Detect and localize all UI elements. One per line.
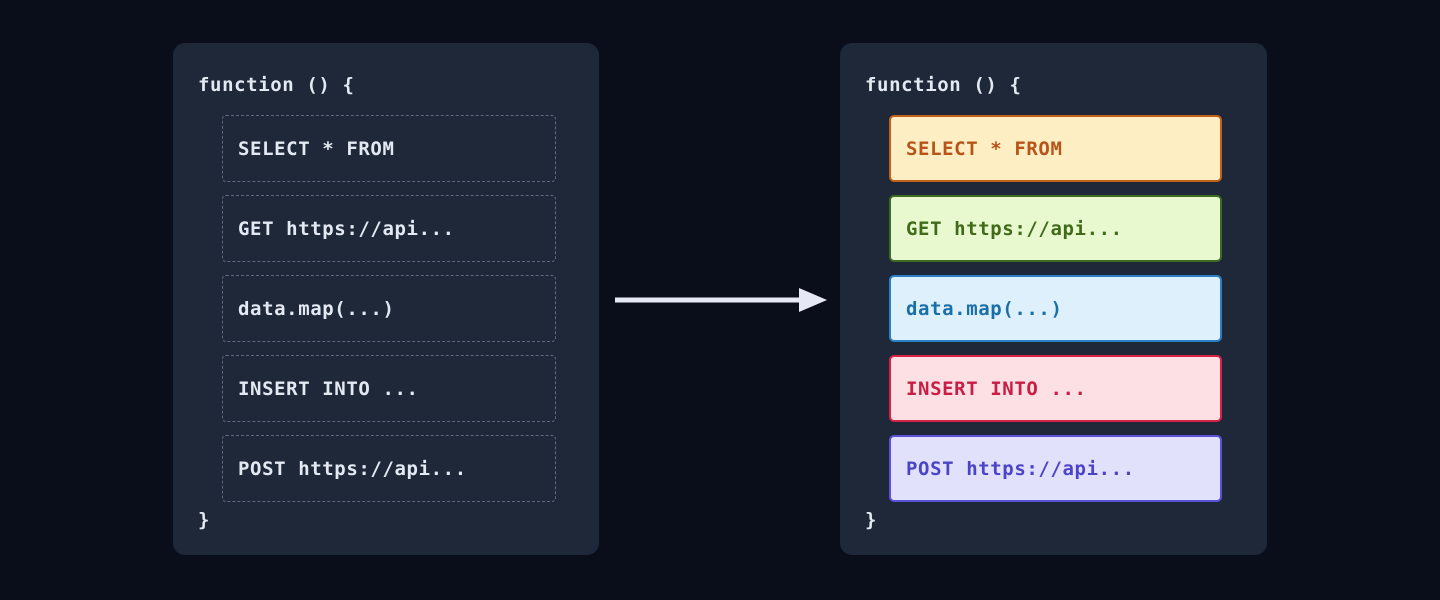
after-row-label: data.map(...) xyxy=(906,297,1063,320)
after-row-label: INSERT INTO ... xyxy=(906,377,1087,400)
after-function-open: function () { xyxy=(865,74,1022,96)
before-row-list: SELECT * FROM GET https://api... data.ma… xyxy=(222,115,556,502)
after-panel: function () { SELECT * FROM GET https://… xyxy=(840,43,1267,555)
after-row-label: GET https://api... xyxy=(906,217,1123,240)
before-row-label: INSERT INTO ... xyxy=(238,377,419,400)
after-row-list: SELECT * FROM GET https://api... data.ma… xyxy=(889,115,1222,502)
arrow-right-icon xyxy=(615,288,827,312)
before-row-sql-insert[interactable]: INSERT INTO ... xyxy=(222,355,556,422)
transform-arrow xyxy=(613,286,829,314)
before-row-http-get[interactable]: GET https://api... xyxy=(222,195,556,262)
before-row-js-map[interactable]: data.map(...) xyxy=(222,275,556,342)
after-row-js-map[interactable]: data.map(...) xyxy=(889,275,1222,342)
after-row-http-get[interactable]: GET https://api... xyxy=(889,195,1222,262)
after-row-label: POST https://api... xyxy=(906,457,1135,480)
after-row-label: SELECT * FROM xyxy=(906,137,1063,160)
before-row-sql-select[interactable]: SELECT * FROM xyxy=(222,115,556,182)
before-function-close: } xyxy=(198,509,211,531)
before-row-http-post[interactable]: POST https://api... xyxy=(222,435,556,502)
after-row-sql-select[interactable]: SELECT * FROM xyxy=(889,115,1222,182)
before-row-label: SELECT * FROM xyxy=(238,137,395,160)
before-function-open: function () { xyxy=(198,74,355,96)
after-row-sql-insert[interactable]: INSERT INTO ... xyxy=(889,355,1222,422)
before-row-label: data.map(...) xyxy=(238,297,395,320)
before-panel: function () { SELECT * FROM GET https://… xyxy=(173,43,599,555)
before-row-label: GET https://api... xyxy=(238,217,455,240)
after-function-close: } xyxy=(865,509,878,531)
before-row-label: POST https://api... xyxy=(238,457,467,480)
after-row-http-post[interactable]: POST https://api... xyxy=(889,435,1222,502)
